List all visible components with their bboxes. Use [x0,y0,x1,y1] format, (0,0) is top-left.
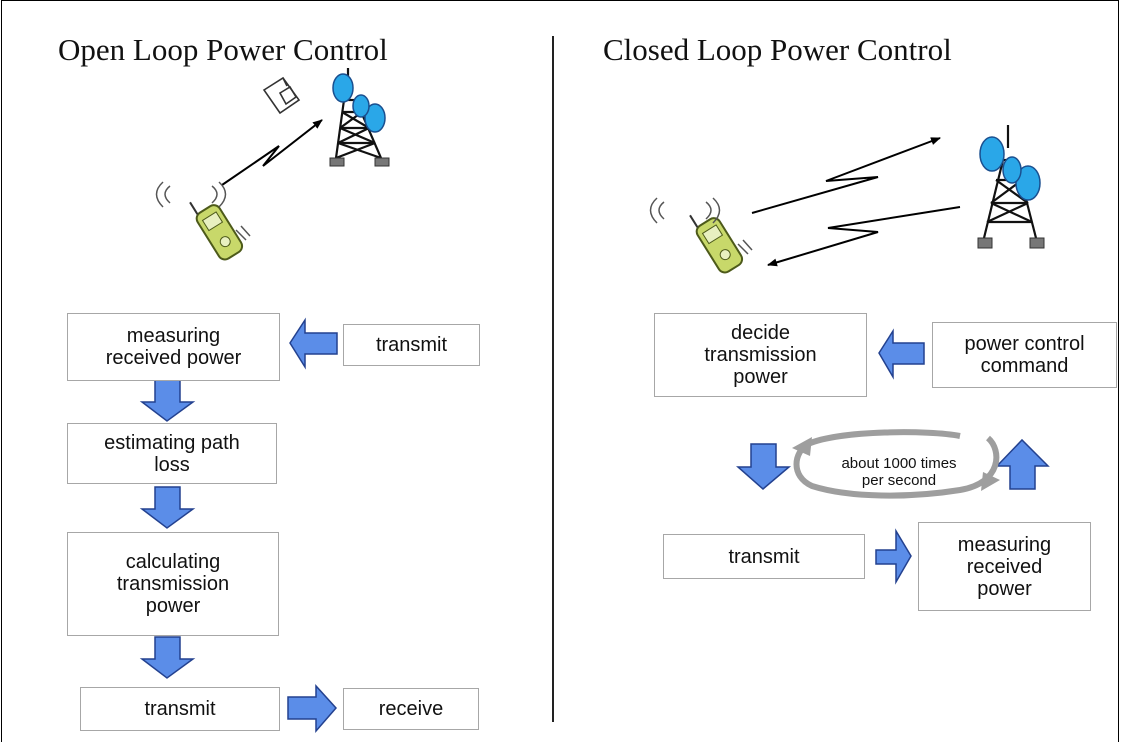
down-arrow [736,443,792,490]
cycle-arrowhead [981,472,1000,491]
cycle-arrowhead [792,437,812,456]
box-label: estimating path loss [104,431,240,476]
receive-box: receive [343,688,479,730]
calculating-transmission-power-box: calculating transmission power [67,532,279,636]
measuring-received-power-box: measuring received power [918,522,1091,611]
right-arrow [875,528,912,585]
box-label: power control command [964,333,1085,377]
antenna-icon [329,73,390,167]
downlink-arrow [767,206,961,267]
cycle-loop-icon [793,429,1000,499]
transmit-box: transmit [663,534,865,579]
box-label: measuring received power [957,533,1052,600]
transmit-output-box: transmit [80,687,280,731]
measuring-received-power-box: measuring received power [67,313,280,381]
radio-link-arrow [221,119,323,186]
section-divider [552,36,554,722]
box-label: transmit [375,334,448,356]
box-label: transmit [728,545,800,568]
estimating-path-loss-box: estimating path loss [67,423,277,484]
box-label: receive [378,698,444,720]
transmit-input-box: transmit [343,324,480,366]
right-arrow [287,684,338,734]
left-arrow [878,328,925,380]
antenna-icon [977,136,1045,249]
open-loop-title: Open Loop Power Control [58,32,388,67]
handset-sketch-icon [262,76,301,115]
box-label: measuring received power [105,325,242,369]
down-arrow [139,379,196,422]
loop-frequency-label: about 1000 times per second [841,455,957,489]
mobile-phone-icon [649,197,753,274]
box-label: transmit [144,698,216,720]
down-arrow [139,636,196,679]
box-label: decide transmission power [704,322,817,388]
up-arrow [995,438,1050,490]
left-arrow [289,317,338,370]
down-arrow [139,486,196,529]
decide-transmission-power-box: decide transmission power [654,313,867,397]
uplink-arrow [751,137,941,214]
mobile-phone-icon [155,181,251,261]
power-control-command-box: power control command [932,322,1117,388]
closed-loop-title: Closed Loop Power Control [603,32,952,67]
box-label: calculating transmission power [116,551,230,617]
